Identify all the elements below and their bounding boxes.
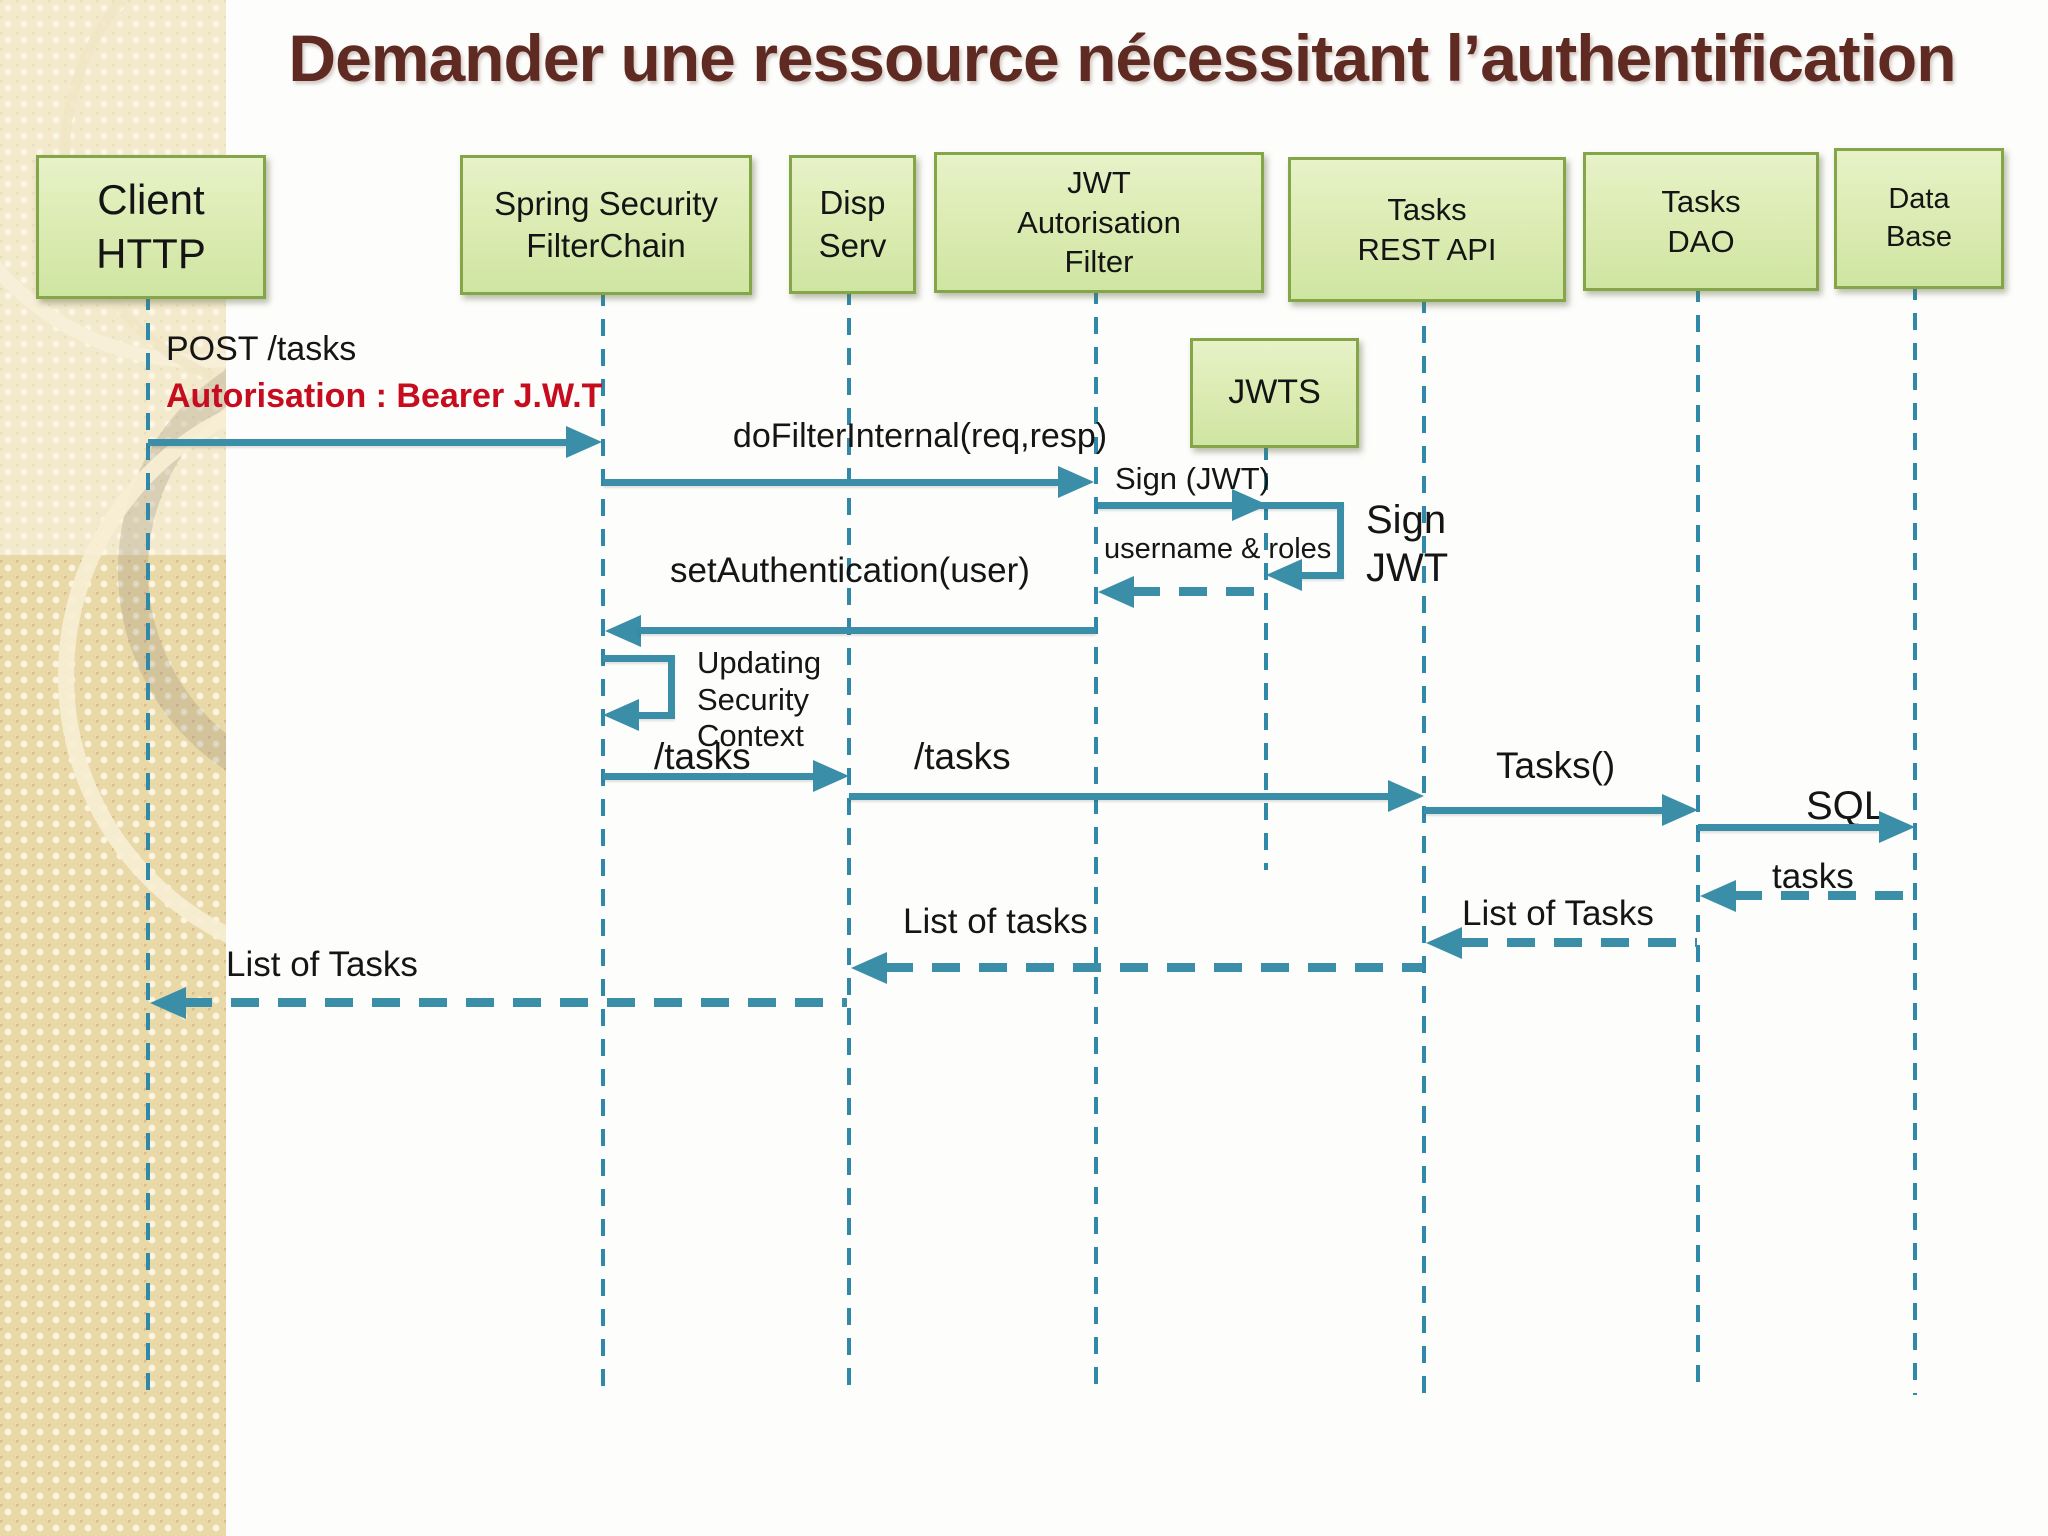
lifeline-jwts	[1264, 443, 1268, 870]
actor-tasks-dao: Tasks DAO	[1583, 152, 1819, 291]
page-title: Demander une ressource nécessitant l’aut…	[288, 21, 1956, 95]
actor-jwts: JWTS	[1190, 338, 1359, 448]
arrow-sign-jwt-elbow-vertical	[1337, 502, 1344, 579]
arrow-tasks-to-rest	[849, 793, 1390, 800]
actor-label: Tasks REST API	[1357, 191, 1497, 267]
arrow-post-tasks	[148, 439, 566, 446]
arrowhead-dofilterinternal	[1058, 466, 1094, 498]
message-label-list-of-tasks-client: List of Tasks	[226, 945, 418, 984]
actor-tasks-rest-api: Tasks REST API	[1288, 157, 1566, 302]
message-label-autorisation-bearer: Autorisation : Bearer J.W.T	[166, 377, 603, 415]
lifeline-tasks-dao	[1696, 285, 1700, 1395]
arrowhead-tasks-to-disp	[813, 760, 849, 792]
lifeline-rest-api	[1422, 296, 1426, 1395]
arrow-list-of-tasks-client	[184, 998, 847, 1007]
actor-label: JWTS	[1228, 373, 1321, 412]
arrowhead-post-tasks	[566, 426, 602, 458]
message-label-tasks-to-disp: /tasks	[654, 736, 751, 777]
arrow-sign-jwt-elbow-bottom	[1300, 572, 1344, 579]
lifeline-disp-serv	[847, 288, 851, 1395]
message-label-dofilterinternal: doFilterInternal(req,resp)	[732, 417, 1108, 455]
actor-label: Spring Security FilterChain	[494, 184, 718, 264]
arrow-setauthentication	[639, 627, 1096, 634]
arrowhead-list-of-tasks-rest	[851, 952, 887, 984]
message-label-tasks-return: tasks	[1772, 857, 1854, 896]
actor-spring-security-filterchain: Spring Security FilterChain	[460, 155, 752, 295]
arrowhead-sign-jwt	[1232, 489, 1268, 521]
lifeline-filterchain	[601, 289, 605, 1395]
message-label-setauthentication: setAuthentication(user)	[670, 551, 1030, 590]
message-label-tasks-call: Tasks()	[1496, 745, 1616, 786]
actor-label: Disp Serv	[818, 184, 887, 264]
lifeline-client-http	[146, 293, 150, 1395]
arrowhead-list-of-tasks-client	[150, 987, 186, 1019]
arrowhead-selfloop	[603, 699, 639, 731]
arrow-tasks-call	[1424, 807, 1664, 814]
arrow-selfloop-top	[603, 655, 675, 662]
arrowhead-setauthentication	[605, 615, 641, 647]
actor-label: Tasks DAO	[1661, 183, 1741, 259]
message-label-tasks-to-rest: /tasks	[914, 736, 1011, 777]
message-label-list-of-tasks-rest: List of tasks	[903, 902, 1088, 941]
actor-jwt-autorisation-filter: JWT Autorisation Filter	[934, 152, 1264, 293]
message-label-sign-jwt-self: Sign JWT	[1366, 498, 1449, 590]
actor-database: Data Base	[1834, 148, 2004, 289]
arrow-selfloop-vertical	[668, 655, 675, 719]
actor-label: JWT Autorisation Filter	[1017, 164, 1181, 280]
arrowhead-tasks-call	[1662, 794, 1698, 826]
actor-disp-serv: Disp Serv	[789, 155, 916, 294]
arrowhead-sign-jwt-return	[1266, 559, 1302, 591]
arrow-selfloop-bottom	[637, 712, 675, 719]
lifeline-jwt-filter	[1094, 287, 1098, 1395]
arrow-tasks-to-disp	[603, 773, 815, 780]
message-label-updating-security-context: Updating Security Context	[697, 645, 822, 754]
message-label-sql: SQL	[1806, 784, 1887, 828]
arrow-list-of-tasks-rest	[885, 963, 1423, 972]
actor-label: Client HTTP	[96, 176, 206, 277]
arrowhead-sql	[1879, 811, 1915, 843]
arrow-list-of-tasks-dao	[1460, 938, 1697, 947]
actor-client-http: Client HTTP	[36, 155, 266, 299]
lifeline-database	[1913, 283, 1917, 1395]
arrow-sql	[1698, 824, 1879, 831]
arrowhead-tasks-return	[1700, 880, 1736, 912]
arrow-dofilterinternal	[603, 479, 1058, 486]
arrow-username-roles	[1132, 587, 1262, 596]
actor-label: Data Base	[1885, 183, 1953, 253]
message-label-username-roles: username & roles	[1104, 533, 1332, 565]
arrow-sign-jwt	[1098, 502, 1344, 509]
message-label-post-tasks: POST /tasks	[166, 330, 357, 368]
message-label-list-of-tasks-dao: List of Tasks	[1462, 894, 1654, 933]
arrowhead-tasks-to-rest	[1388, 780, 1424, 812]
arrow-tasks-return	[1734, 891, 1914, 900]
arrowhead-list-of-tasks-dao	[1426, 927, 1462, 959]
arrowhead-username-roles	[1098, 576, 1134, 608]
